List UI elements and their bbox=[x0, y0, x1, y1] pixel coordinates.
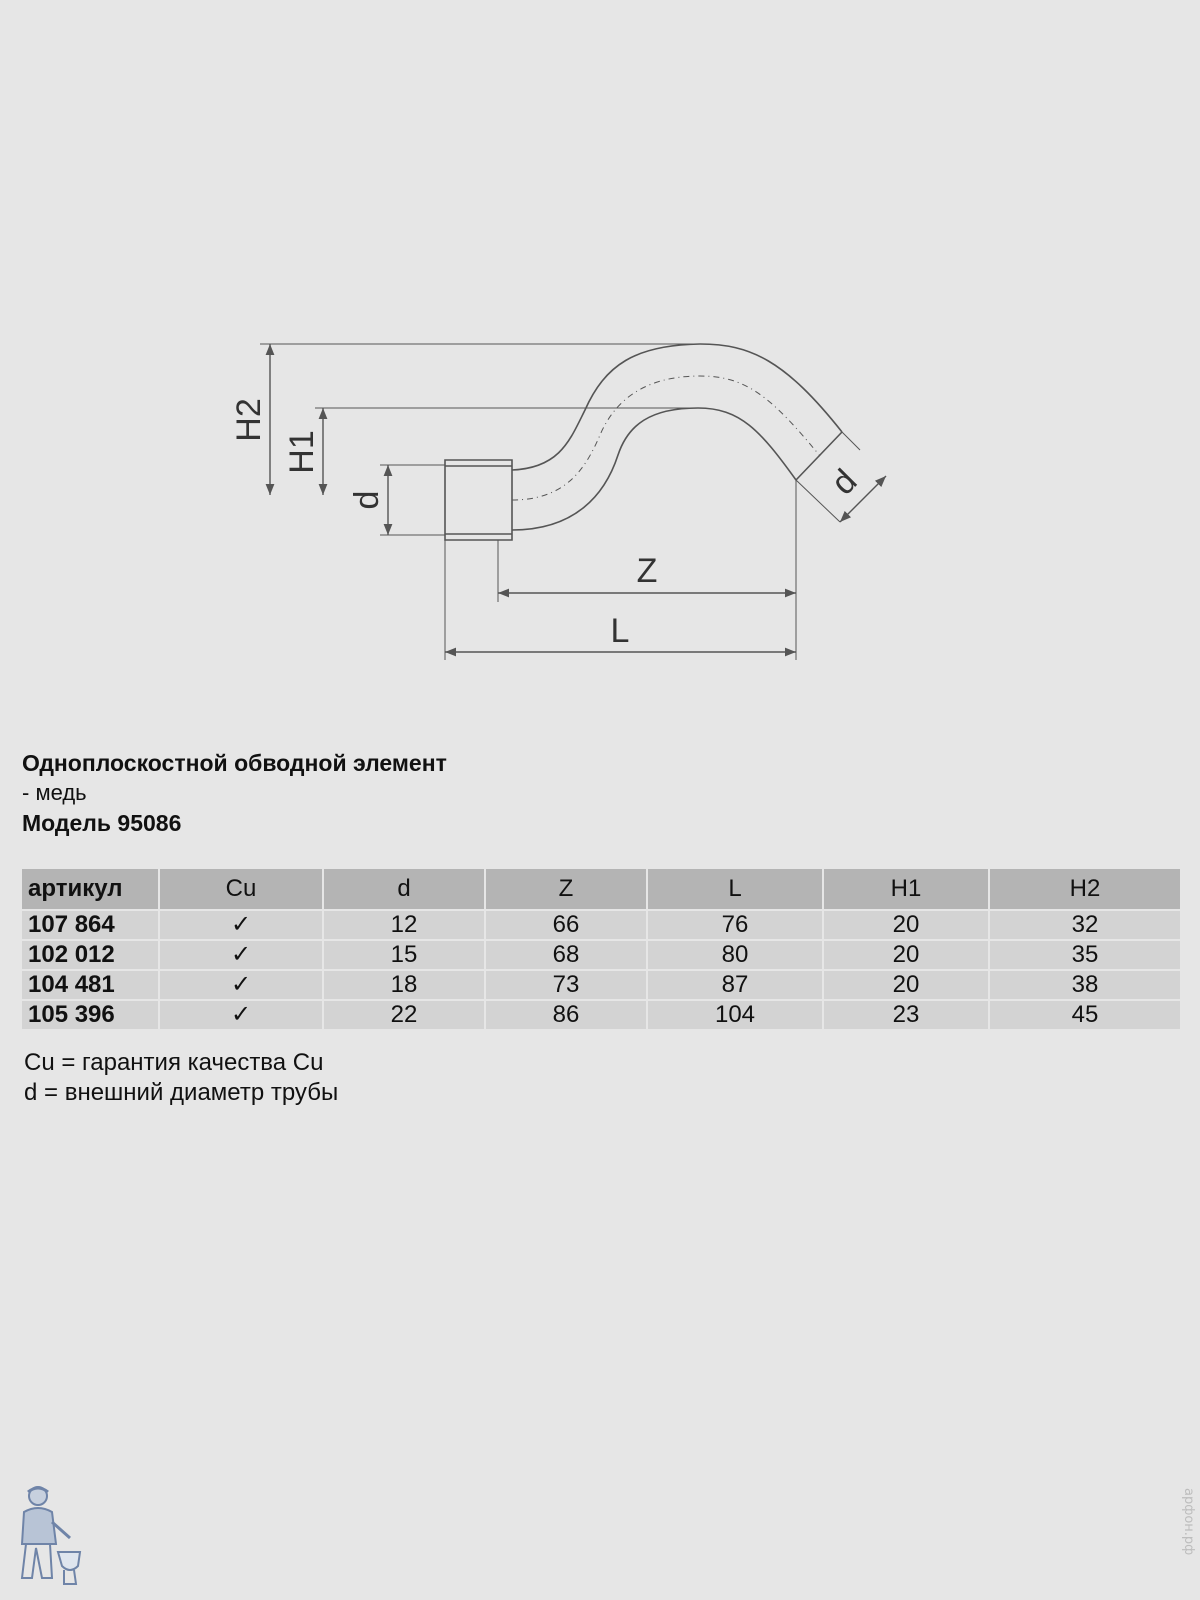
d-cell: 15 bbox=[324, 941, 484, 969]
cu-check-icon: ✓ bbox=[160, 971, 322, 999]
dimension-lines bbox=[265, 344, 887, 657]
specs-table: артикул Cu d Z L H1 H2 107 864 ✓ 12 66 7… bbox=[20, 867, 1182, 1031]
product-title: Одноплоскостной обводной элемент bbox=[22, 750, 447, 776]
note-d: d = внешний диаметр трубы bbox=[24, 1079, 339, 1106]
z-cell: 73 bbox=[486, 971, 646, 999]
d-cell: 12 bbox=[324, 911, 484, 939]
article-cell: 107 864 bbox=[22, 911, 158, 939]
column-header-h2: H2 bbox=[990, 869, 1180, 909]
column-header-article: артикул bbox=[22, 869, 158, 909]
l-cell: 80 bbox=[648, 941, 822, 969]
product-title-block: Одноплоскостной обводной элемент - медь … bbox=[22, 748, 822, 838]
d-right-label: d bbox=[824, 462, 864, 502]
d-left-label: d bbox=[348, 491, 386, 510]
column-header-h1: H1 bbox=[824, 869, 988, 909]
table-row: 105 396 ✓ 22 86 104 23 45 bbox=[22, 1001, 1180, 1029]
pipe-bend bbox=[511, 343, 843, 531]
extension-lines bbox=[260, 343, 861, 660]
h2-cell: 38 bbox=[990, 971, 1180, 999]
article-cell: 104 481 bbox=[22, 971, 158, 999]
z-cell: 68 bbox=[486, 941, 646, 969]
h2-label: H2 bbox=[230, 398, 268, 441]
table-header-row: артикул Cu d Z L H1 H2 bbox=[22, 869, 1180, 909]
z-label: Z bbox=[637, 552, 658, 590]
column-header-z: Z bbox=[486, 869, 646, 909]
l-cell: 76 bbox=[648, 911, 822, 939]
article-cell: 105 396 bbox=[22, 1001, 158, 1029]
plumber-mascot-icon bbox=[20, 1486, 82, 1585]
table-row: 104 481 ✓ 18 73 87 20 38 bbox=[22, 971, 1180, 999]
h2-cell: 35 bbox=[990, 941, 1180, 969]
l-label: L bbox=[611, 612, 630, 650]
legend-notes: Cu = гарантия качества Cu d = внешний ди… bbox=[24, 1048, 338, 1108]
h1-cell: 23 bbox=[824, 1001, 988, 1029]
column-header-cu: Cu bbox=[160, 869, 322, 909]
h1-cell: 20 bbox=[824, 941, 988, 969]
fitting-technical-drawing: H2 H1 d d Z L bbox=[230, 343, 887, 660]
h1-cell: 20 bbox=[824, 911, 988, 939]
d-cell: 18 bbox=[324, 971, 484, 999]
column-header-d: d bbox=[324, 869, 484, 909]
z-cell: 66 bbox=[486, 911, 646, 939]
h2-cell: 32 bbox=[990, 911, 1180, 939]
product-model: Модель 95086 bbox=[22, 810, 182, 836]
watermark: арфон.рф bbox=[1181, 1488, 1196, 1556]
h2-cell: 45 bbox=[990, 1001, 1180, 1029]
h1-label: H1 bbox=[283, 430, 321, 473]
cu-check-icon: ✓ bbox=[160, 941, 322, 969]
note-cu: Cu = гарантия качества Cu bbox=[24, 1049, 324, 1076]
product-material: - медь bbox=[22, 780, 87, 805]
d-right-dimension bbox=[839, 475, 887, 523]
cu-check-icon: ✓ bbox=[160, 1001, 322, 1029]
l-cell: 87 bbox=[648, 971, 822, 999]
pipe-socket bbox=[444, 459, 513, 541]
l-cell: 104 bbox=[648, 1001, 822, 1029]
z-cell: 86 bbox=[486, 1001, 646, 1029]
article-cell: 102 012 bbox=[22, 941, 158, 969]
h1-cell: 20 bbox=[824, 971, 988, 999]
cu-check-icon: ✓ bbox=[160, 911, 322, 939]
table-row: 107 864 ✓ 12 66 76 20 32 bbox=[22, 911, 1180, 939]
column-header-l: L bbox=[648, 869, 822, 909]
table-row: 102 012 ✓ 15 68 80 20 35 bbox=[22, 941, 1180, 969]
d-cell: 22 bbox=[324, 1001, 484, 1029]
